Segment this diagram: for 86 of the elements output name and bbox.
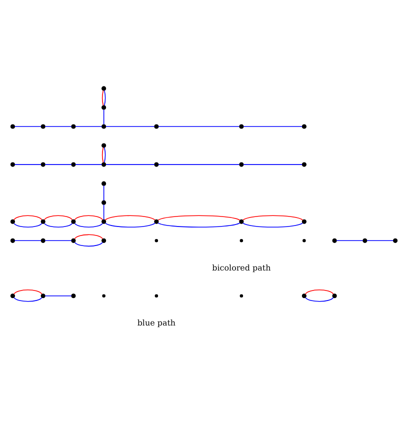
connector [242, 215, 304, 221]
node-circle [71, 238, 76, 243]
node-circle [102, 200, 106, 205]
node-dot [240, 294, 244, 298]
connector [106, 164, 155, 165]
node-circle [302, 294, 306, 298]
connector [44, 222, 73, 228]
node-circle [10, 238, 16, 243]
node-circle [362, 238, 368, 243]
connector [106, 126, 155, 127]
connector [102, 90, 104, 106]
node-circle [40, 294, 46, 298]
node-circle [302, 162, 306, 167]
connector [75, 164, 102, 165]
connector [44, 164, 72, 165]
connector [158, 164, 240, 165]
node-circle [154, 219, 159, 224]
connector [74, 215, 103, 220]
node-circle [10, 219, 16, 224]
node-dot [102, 294, 106, 298]
connector [74, 234, 103, 240]
node-circle [71, 162, 76, 167]
node-circle [302, 219, 306, 224]
connector [104, 222, 156, 228]
connector [103, 185, 104, 201]
connector [304, 290, 334, 295]
connector [366, 240, 394, 242]
node-dot [154, 239, 158, 242]
node-circle [392, 238, 398, 243]
node-circle [40, 219, 46, 224]
node-circle [71, 294, 76, 298]
connector [242, 222, 304, 228]
node-circle [40, 238, 46, 243]
connector [13, 290, 42, 295]
node-circle [239, 124, 244, 129]
connector [13, 215, 42, 220]
connector [14, 126, 42, 127]
node-circle [40, 162, 46, 167]
node-circle [102, 143, 106, 148]
connector [243, 126, 302, 127]
node-circle [71, 124, 76, 129]
node-circle [71, 219, 76, 224]
connector [243, 164, 302, 165]
connector [14, 297, 42, 302]
connector [44, 240, 72, 242]
connector [14, 240, 42, 242]
connector [104, 147, 106, 163]
connector [44, 295, 72, 296]
node-circle [102, 105, 106, 110]
node-circle [102, 124, 106, 129]
connector [103, 109, 104, 125]
connector [14, 164, 42, 165]
connector [103, 204, 104, 220]
node-circle [40, 124, 46, 129]
connector [74, 242, 103, 247]
node-circle [102, 86, 106, 91]
node-circle [154, 124, 159, 129]
node-circle [239, 162, 244, 167]
node-circle [332, 238, 337, 243]
node-circle [10, 294, 16, 298]
node-circle [102, 238, 106, 243]
connector [104, 90, 106, 106]
node-circle [154, 162, 159, 167]
node-circle [102, 219, 106, 224]
connector [74, 222, 103, 228]
node-dot [240, 239, 244, 242]
node-circle [332, 294, 337, 298]
connector [158, 215, 240, 221]
connector [102, 147, 104, 163]
connector [44, 215, 73, 220]
connector [336, 240, 364, 242]
connector [75, 126, 102, 127]
node-circle [239, 219, 244, 224]
connector [158, 126, 240, 127]
node-circle [102, 162, 106, 167]
connector [158, 222, 240, 228]
node-dot [154, 294, 158, 298]
connector [14, 222, 42, 228]
node-circle [10, 162, 16, 167]
node-dot [302, 239, 306, 242]
node-circle [302, 124, 306, 129]
node-circle [102, 181, 106, 186]
connector [44, 126, 72, 127]
connector [104, 215, 156, 220]
node-circle [10, 124, 16, 129]
connector [305, 297, 334, 302]
